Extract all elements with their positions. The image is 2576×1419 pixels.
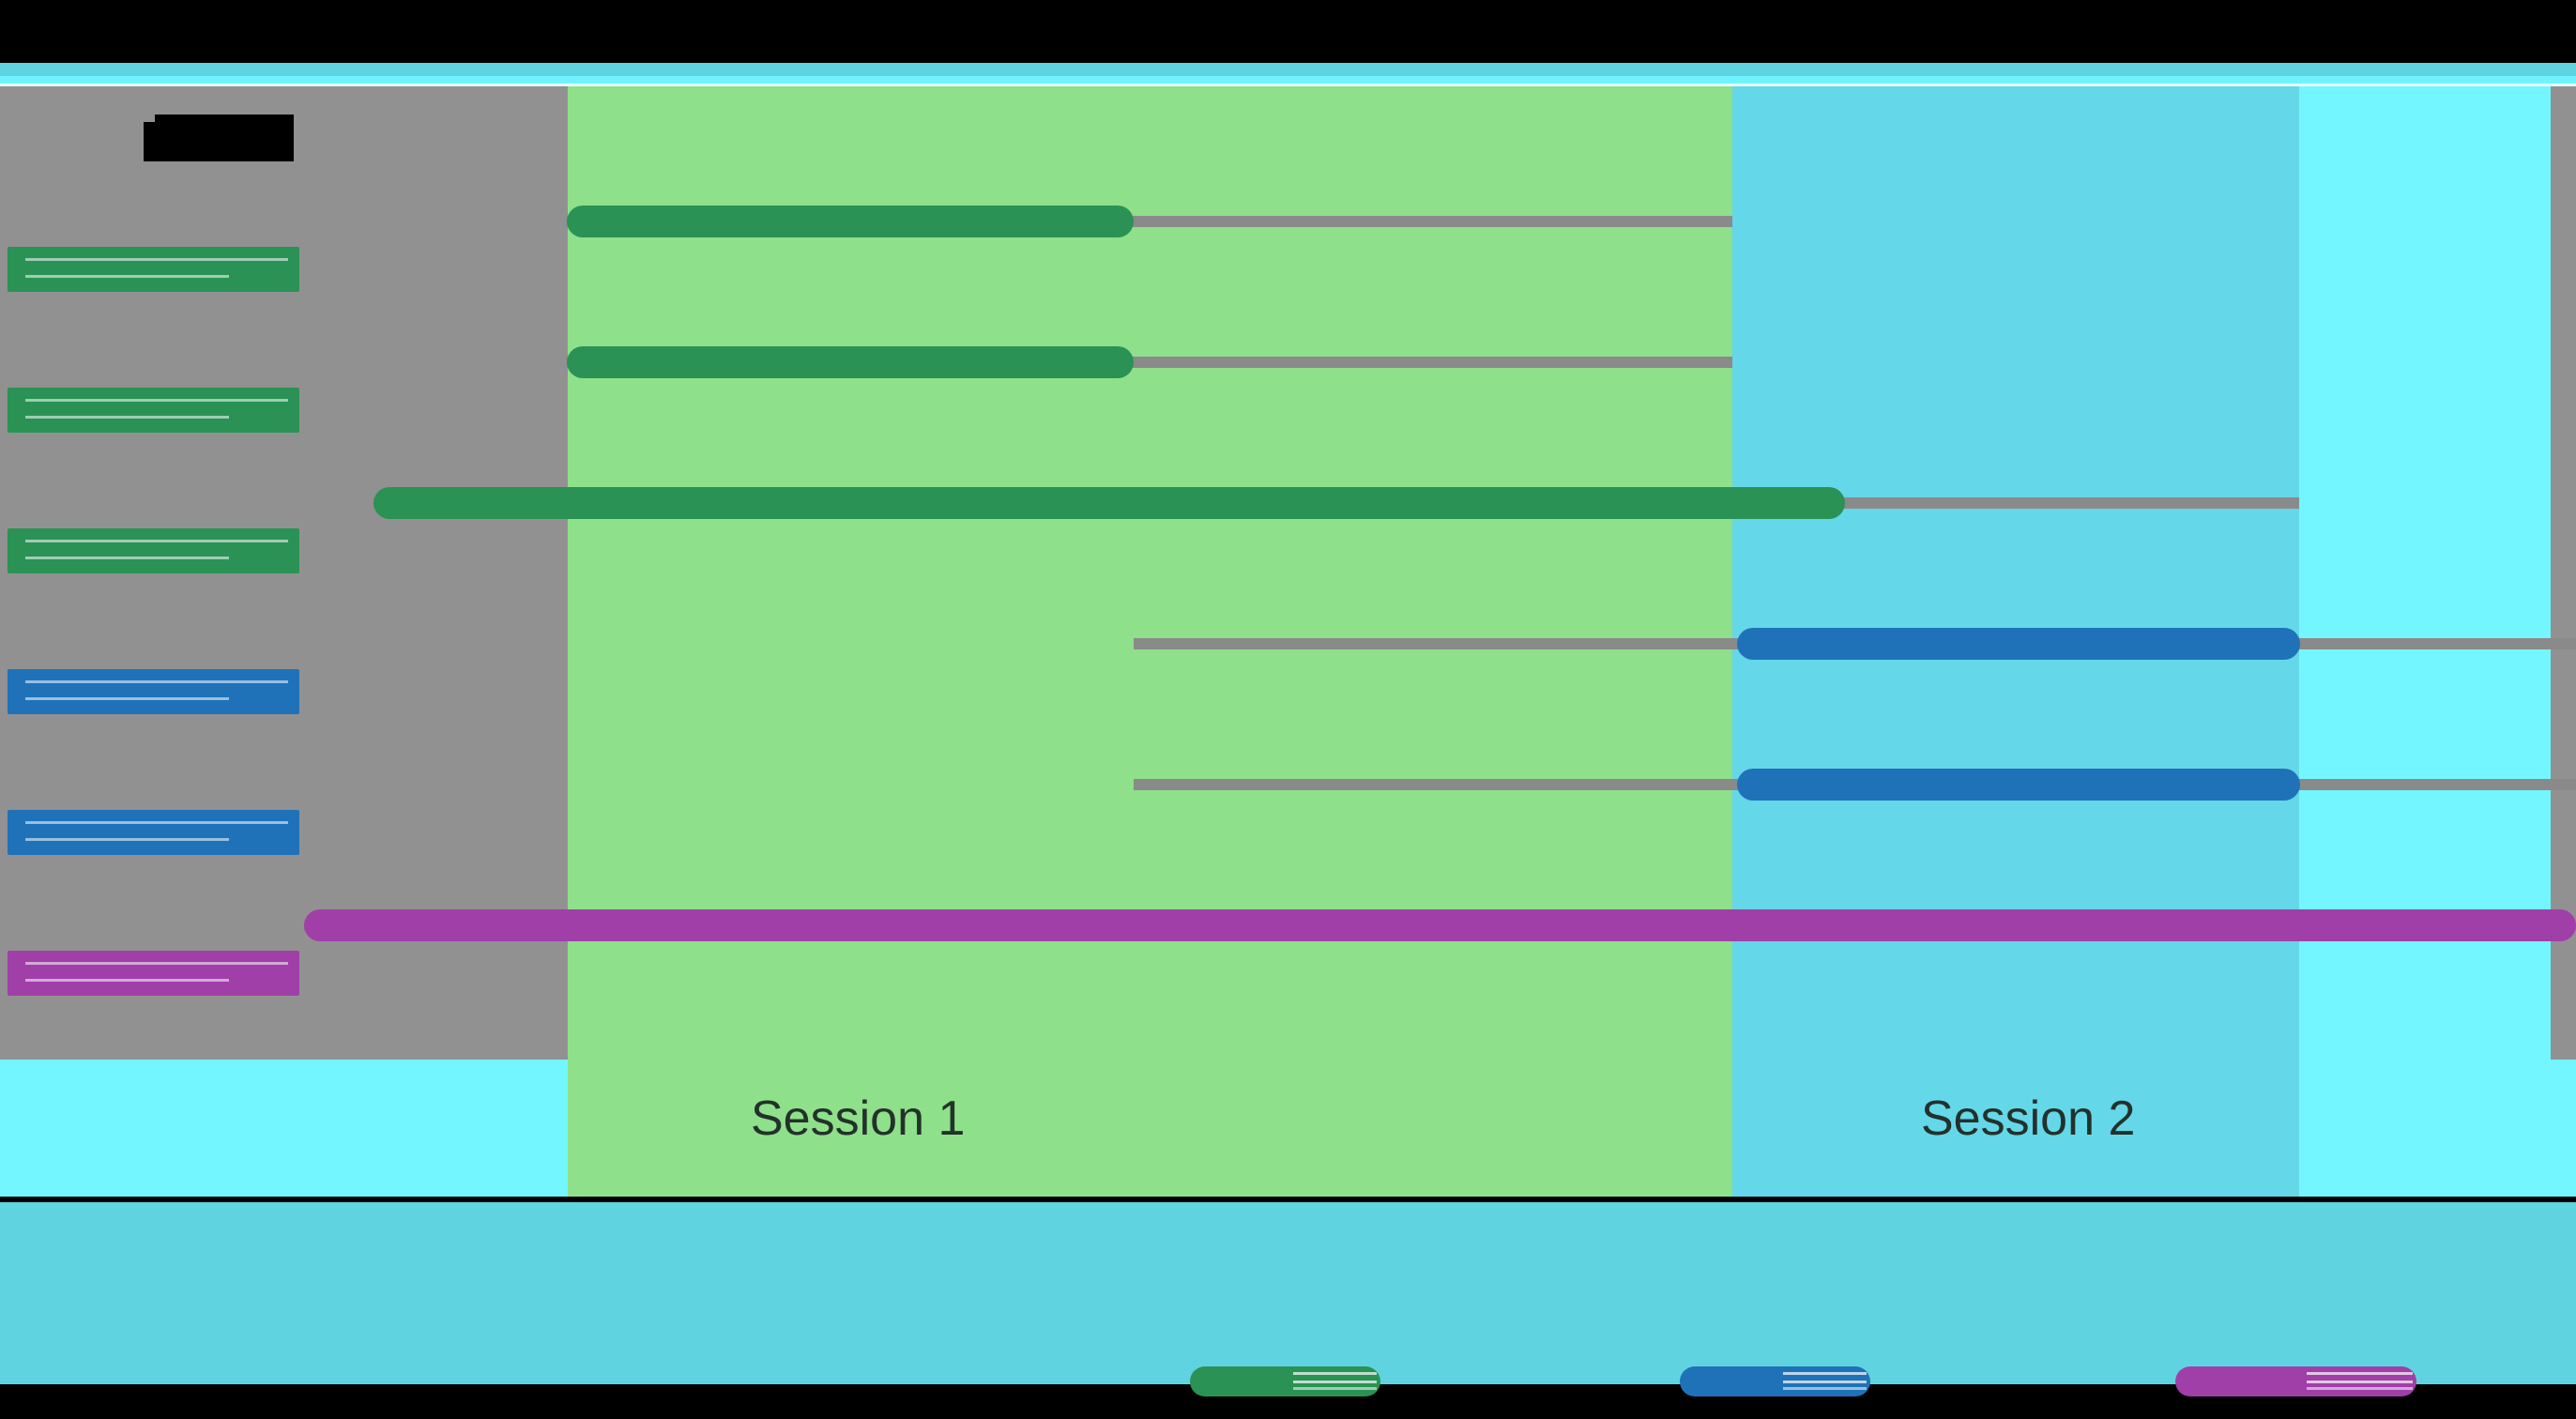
region-footer-session-2 (1732, 1060, 2299, 1197)
table-row (0, 649, 2576, 801)
gantt-bar[interactable] (373, 487, 1845, 519)
right-axis-footer (2551, 1060, 2576, 1197)
gantt-bar[interactable] (567, 206, 1134, 237)
gantt-bar[interactable] (567, 346, 1134, 378)
table-row (0, 368, 2576, 519)
title-nib (144, 122, 157, 161)
y-axis-label-dataset-a2[interactable] (8, 388, 299, 433)
legend-swatch-dataset-a[interactable] (1190, 1366, 1380, 1396)
gantt-bar[interactable] (1737, 769, 2300, 801)
gantt-bar[interactable] (1737, 628, 2300, 660)
region-caption-session-1: Session 1 (751, 1091, 966, 1146)
y-axis-label-dataset-c1[interactable] (8, 951, 299, 996)
bottom-cyan-band (0, 1202, 2576, 1384)
table-row (0, 509, 2576, 660)
y-axis-label-dataset-b2[interactable] (8, 810, 299, 855)
y-axis-label-dataset-a3[interactable] (8, 528, 299, 573)
top-hairline (0, 84, 2576, 86)
legend-swatch-dataset-c[interactable] (2175, 1366, 2416, 1396)
region-footer-session-3 (2299, 1060, 2551, 1197)
table-row (0, 227, 2576, 378)
region-caption-session-2: Session 2 (1921, 1091, 2136, 1146)
y-axis-label-dataset-b1[interactable] (8, 669, 299, 714)
region-session-2 (1732, 86, 2299, 1060)
plot-area (0, 86, 2576, 1060)
top-cyan-strip-bright (0, 76, 2576, 84)
region-session-3 (2299, 86, 2551, 1060)
table-row (0, 86, 2576, 237)
page-title (144, 114, 294, 161)
y-axis-label-dataset-a1[interactable] (8, 247, 299, 292)
region-footer-session-1 (568, 1060, 1732, 1197)
region-session-1 (568, 86, 1732, 1060)
legend-swatch-dataset-b[interactable] (1680, 1366, 1870, 1396)
top-cyan-strip (0, 63, 2576, 76)
gantt-bar[interactable] (304, 909, 2576, 941)
table-row (0, 790, 2576, 941)
left-axis-footer (0, 1060, 568, 1197)
